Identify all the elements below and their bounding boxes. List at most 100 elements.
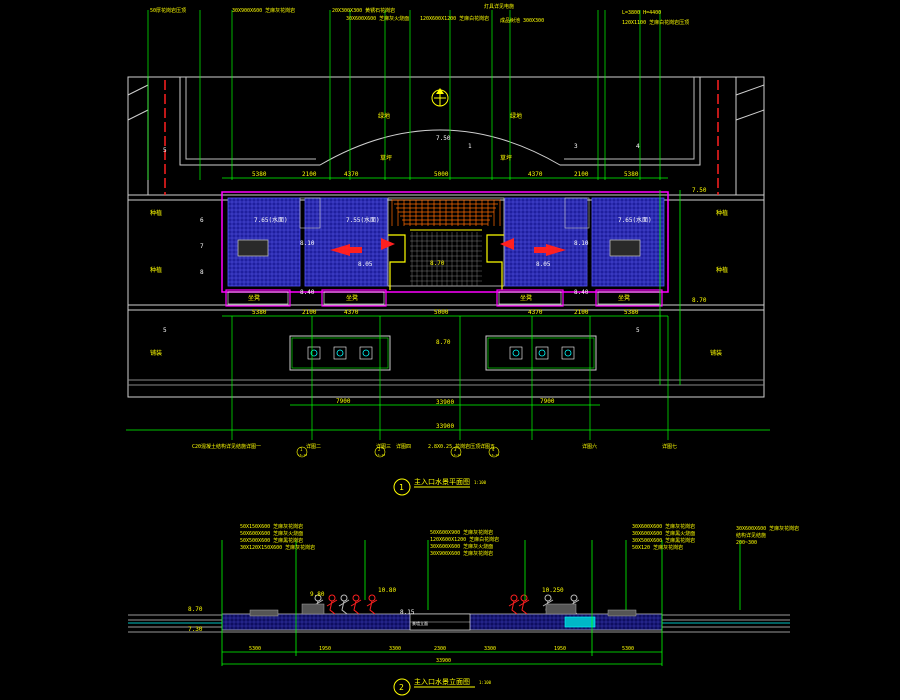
elev-center-callout-3: 30X900X600 芝麻灰花岗岩 [430, 550, 493, 557]
section-mark-2: 6 [200, 217, 204, 224]
plan-dim-top-5: 2100 [574, 171, 589, 178]
label-planting-4: 种植 [716, 266, 728, 274]
plan-dim-lower-right: 7900 [540, 398, 555, 405]
elev-center-callout-2: 30X600X600 芝麻灰火烧面 [430, 543, 493, 550]
detail-ref-number-3: 4 [492, 447, 495, 452]
fountain-wall-elevation [221, 613, 663, 631]
label-planting-3: 种植 [716, 209, 728, 217]
detail-ref-bubble-0 [296, 446, 308, 458]
elev-step-left: 8.10 [300, 240, 315, 247]
sculpture-icon-6 [518, 594, 530, 615]
center-steps [391, 199, 501, 226]
plan-dim-mid-3: 5000 [434, 309, 449, 316]
label-planting-1: 种植 [150, 209, 162, 217]
elev-dim-1: 1950 [319, 646, 331, 652]
plan-dim-top-4: 4370 [528, 171, 543, 178]
plan-title: 主入口水景平面图 [414, 477, 470, 486]
sculpture-icons [249, 594, 637, 617]
elev-pool-center: 7.55(水面) [346, 216, 380, 224]
section-mark-3: 7 [200, 243, 204, 250]
plan-dim-lower-left: 7900 [336, 398, 351, 405]
elev-dim-6: 5300 [622, 646, 634, 652]
elev-right-edge: 7.50 [692, 187, 707, 194]
bottom-callout-3: 详图三 [376, 443, 391, 450]
pool-outline [221, 191, 669, 293]
lower-basins [289, 335, 597, 371]
elev-left-callout-3: 30X120X150X600 芝麻灰花岗岩 [240, 544, 315, 551]
elevation-title-bubble [393, 678, 411, 696]
label-bench-4: 坐凳 [618, 294, 630, 302]
elev-dim-3: 2300 [434, 646, 446, 652]
elevation-title: 主入口水景立面图 [414, 677, 470, 686]
label-paving-1: 铺装 [150, 349, 162, 357]
top-callout-0: 50厚花岗岩压顶 [150, 7, 186, 14]
plan-title-block: 1 主入口水景平面图 1:100 [393, 477, 487, 496]
elev-center-top: 7.50 [436, 135, 451, 142]
north-arrow-icon [431, 88, 449, 107]
elev-dim-5: 1950 [554, 646, 566, 652]
top-callout-7: L=3800 H=4400 [622, 10, 661, 16]
section-mark-1: 5 [163, 147, 167, 154]
plan-dim-total: 33900 [436, 423, 454, 430]
label-paving-2: 铺装 [710, 349, 722, 357]
bottom-callout-6: 详图五 [480, 443, 495, 450]
label-top-area-left: 绿地 [378, 112, 390, 120]
detail-ref-number-0: 1 [300, 447, 303, 452]
elev-center-callout-0: 50X600X900 芝麻灰花岗岩 [430, 529, 493, 536]
detail-ref-bubble-3 [488, 446, 500, 458]
bottom-callout-2: 详图二 [306, 443, 321, 450]
elev-right-callout-1: 30X600X600 芝麻黑火烧面 [632, 530, 695, 537]
water-feature-plan [221, 191, 669, 307]
level-1: 8.70 [188, 606, 203, 613]
plan-dim-top-0: 5380 [252, 171, 267, 178]
plan-dim-total-upper: 33900 [436, 399, 454, 406]
dimension-lines [126, 177, 770, 431]
sculpture-icon-1 [326, 594, 338, 615]
elevation-scale: 1:100 [479, 680, 492, 685]
sculpture-icon-3 [350, 594, 362, 615]
elev-dim-4: 3300 [484, 646, 496, 652]
level-2: 7.30 [188, 626, 203, 633]
elev-right-callout-0: 30X600X600 芝麻灰花岗岩 [632, 523, 695, 530]
plan-elevations: 7.50 7.65(水面) 7.55(水面) 7.65(水面) 8.70 7.5… [254, 135, 707, 346]
plan-dim-mid-5: 2100 [574, 309, 589, 316]
elev-center-callout-1: 120X600X1200 芝麻白花岗岩 [430, 536, 499, 543]
elev-planter-low-left: 8.40 [300, 289, 315, 296]
elev-planter-low-right: 8.40 [574, 289, 589, 296]
water-surface [564, 616, 596, 628]
elev-plaza-center: 8.70 [430, 260, 445, 267]
section-mark-4: 8 [200, 269, 204, 276]
label-top-area-right: 绿地 [510, 112, 522, 120]
top-callout-8: 120X1100 芝麻白花岗岩压顶 [622, 19, 689, 26]
elev-planter-left: 8.05 [358, 261, 373, 268]
elev-dim-2: 3300 [389, 646, 401, 652]
top-callout-1: 30X900X600 芝麻灰花岗岩 [232, 7, 295, 14]
elevation-dimension-lines [221, 540, 741, 666]
bottom-callout-7: 详图六 [582, 443, 597, 450]
level-3: 9.80 [310, 591, 325, 598]
pedestal-0 [301, 603, 325, 615]
plan-dim-top-2: 4370 [344, 171, 359, 178]
top-callout-5: 灯具详见电施 [484, 3, 514, 10]
elev-left-callout-1: 50X600X600 芝麻灰火烧面 [240, 530, 303, 537]
flow-arrow-icons [330, 238, 566, 256]
bench-boxes [225, 289, 663, 307]
label-bench-1: 坐凳 [248, 294, 260, 302]
plan-dim-mid-0: 5380 [252, 309, 267, 316]
center-paving [387, 197, 505, 290]
detail-ref-number-1: 2 [378, 447, 381, 452]
plan-dim-top-1: 2100 [302, 171, 317, 178]
bottom-callout-1: 详图一 [246, 443, 261, 450]
detail-ref-bubble-2 [450, 446, 462, 458]
elev-far-right-callout-2: 200~300 [736, 540, 757, 546]
bottom-callout-8: 详图七 [662, 443, 677, 450]
step-bands [299, 197, 590, 229]
detail-ref-sheet-1: LS-10 [376, 453, 385, 457]
plan-dim-top-3: 5000 [434, 171, 449, 178]
section-mark-6: 3 [574, 143, 578, 150]
sculpture-icon-5 [508, 594, 520, 615]
sculpture-icon-4 [366, 594, 378, 615]
plan-title-number: 1 [399, 483, 404, 492]
